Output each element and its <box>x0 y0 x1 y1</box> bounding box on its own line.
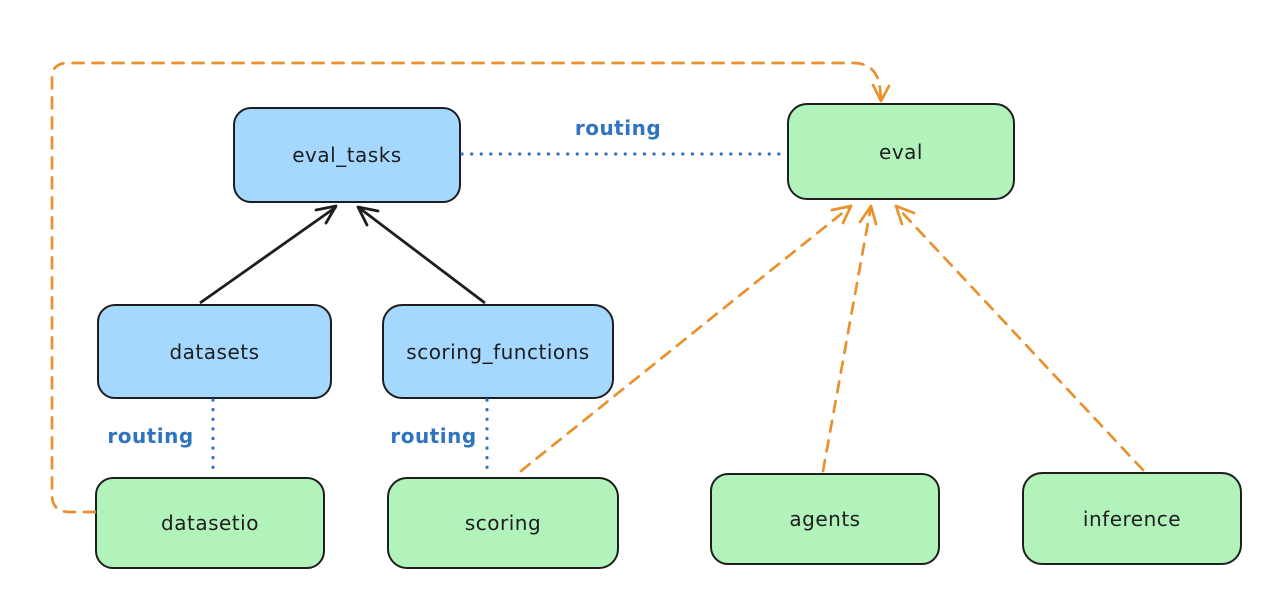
edge-label-routing-datasets: routing <box>107 424 194 448</box>
node-eval-tasks: eval_tasks <box>233 107 461 203</box>
node-scoring-functions: scoring_functions <box>382 304 614 399</box>
edge-label-routing-top: routing <box>574 116 662 140</box>
edge-agents-to-eval <box>821 204 878 473</box>
edge-label-routing-scoring: routing <box>390 424 477 448</box>
node-agents: agents <box>710 473 940 565</box>
edge-inference-to-eval <box>894 204 1145 472</box>
node-scoring: scoring <box>387 477 619 569</box>
edge-datasets-to-eval-tasks <box>199 204 338 305</box>
node-inference-label: inference <box>1082 506 1182 531</box>
node-eval: eval <box>787 103 1015 200</box>
node-scoring-functions-label: scoring_functions <box>406 339 590 364</box>
edge-scoring-functions-to-eval-tasks <box>356 205 486 305</box>
node-agents-label: agents <box>789 507 861 531</box>
node-eval-label: eval <box>879 139 923 164</box>
node-inference: inference <box>1022 472 1242 565</box>
node-datasetio: datasetio <box>95 477 325 569</box>
node-eval-tasks-label: eval_tasks <box>292 143 402 167</box>
node-datasets-label: datasets <box>169 339 260 364</box>
node-datasets: datasets <box>97 304 332 399</box>
node-scoring-label: scoring <box>464 511 542 535</box>
node-datasetio-label: datasetio <box>161 511 259 535</box>
